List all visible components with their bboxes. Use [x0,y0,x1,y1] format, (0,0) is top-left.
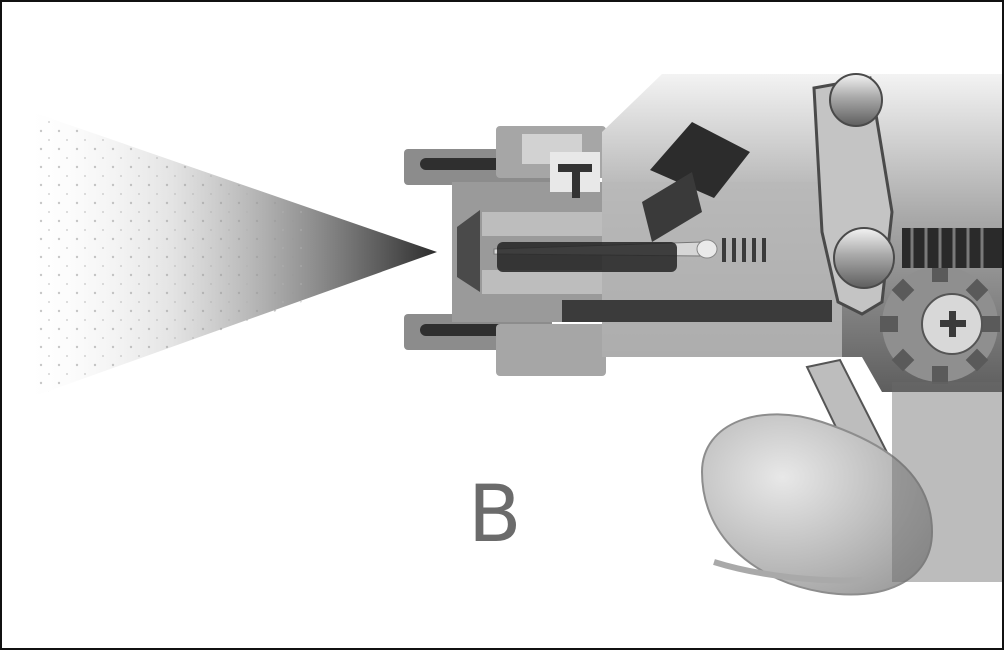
spray-cone [32,112,437,397]
rear-thread [902,228,1002,268]
grip-shadow [892,382,1002,582]
panel-label: B [468,470,522,560]
finger [700,413,934,596]
adjustment-knob [880,264,1000,384]
